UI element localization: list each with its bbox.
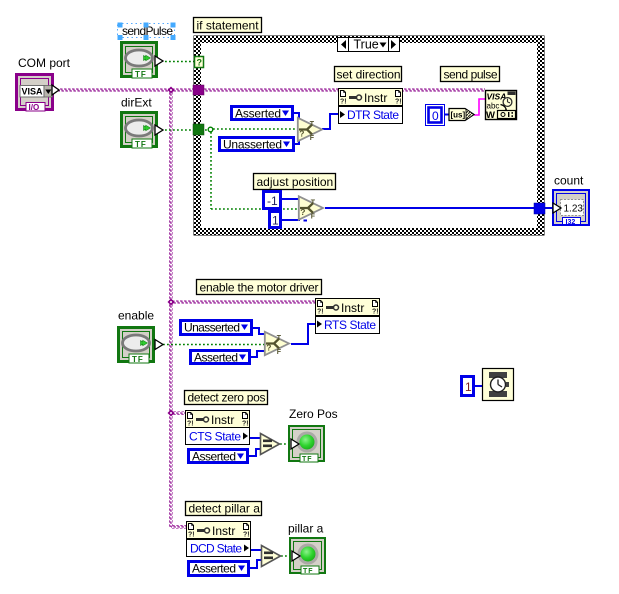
- svg-text:-1: -1: [267, 194, 278, 208]
- svg-text:I32: I32: [566, 219, 576, 226]
- svg-text:Unasserted: Unasserted: [184, 321, 240, 335]
- svg-text:enable the motor driver: enable the motor driver: [200, 281, 319, 295]
- svg-text:sendPulse: sendPulse: [122, 24, 173, 38]
- svg-text:send pulse: send pulse: [444, 68, 498, 82]
- svg-text:VISA: VISA: [22, 87, 44, 97]
- svg-text:VISA: VISA: [487, 92, 507, 102]
- svg-text:DTR State: DTR State: [347, 108, 399, 122]
- svg-text:if statement: if statement: [197, 19, 260, 33]
- svg-text:pillar a: pillar a: [288, 522, 324, 536]
- svg-text:count: count: [554, 174, 584, 188]
- svg-text:I/O: I/O: [29, 103, 40, 112]
- svg-text:dirExt: dirExt: [121, 96, 152, 110]
- svg-text:?: ?: [197, 58, 203, 68]
- svg-text:Unasserted: Unasserted: [223, 138, 282, 152]
- svg-text:DCD State: DCD State: [190, 542, 242, 556]
- svg-text:W: W: [486, 110, 495, 121]
- svg-text:set direction: set direction: [337, 68, 401, 82]
- svg-text:abc: abc: [487, 102, 500, 111]
- svg-text:enable: enable: [118, 309, 154, 323]
- svg-text:Asserted: Asserted: [194, 351, 238, 365]
- svg-text:True: True: [354, 38, 379, 52]
- svg-text:[us]: [us]: [451, 111, 466, 120]
- svg-text:Zero Pos: Zero Pos: [289, 407, 338, 421]
- svg-text:1: 1: [272, 214, 279, 228]
- svg-text:CTS State: CTS State: [189, 430, 241, 444]
- svg-text:0: 0: [432, 109, 439, 123]
- svg-text:detect zero pos: detect zero pos: [188, 391, 266, 405]
- svg-text:Asserted: Asserted: [235, 107, 281, 121]
- svg-text:adjust position: adjust position: [257, 175, 334, 189]
- svg-text:detect pillar a: detect pillar a: [189, 502, 261, 516]
- svg-text:Asserted: Asserted: [192, 450, 236, 464]
- svg-text:COM port: COM port: [18, 56, 71, 70]
- svg-text:1.23: 1.23: [564, 204, 584, 215]
- svg-text:Asserted: Asserted: [192, 562, 236, 576]
- svg-text:RTS State: RTS State: [324, 318, 376, 332]
- svg-text:1: 1: [465, 380, 472, 394]
